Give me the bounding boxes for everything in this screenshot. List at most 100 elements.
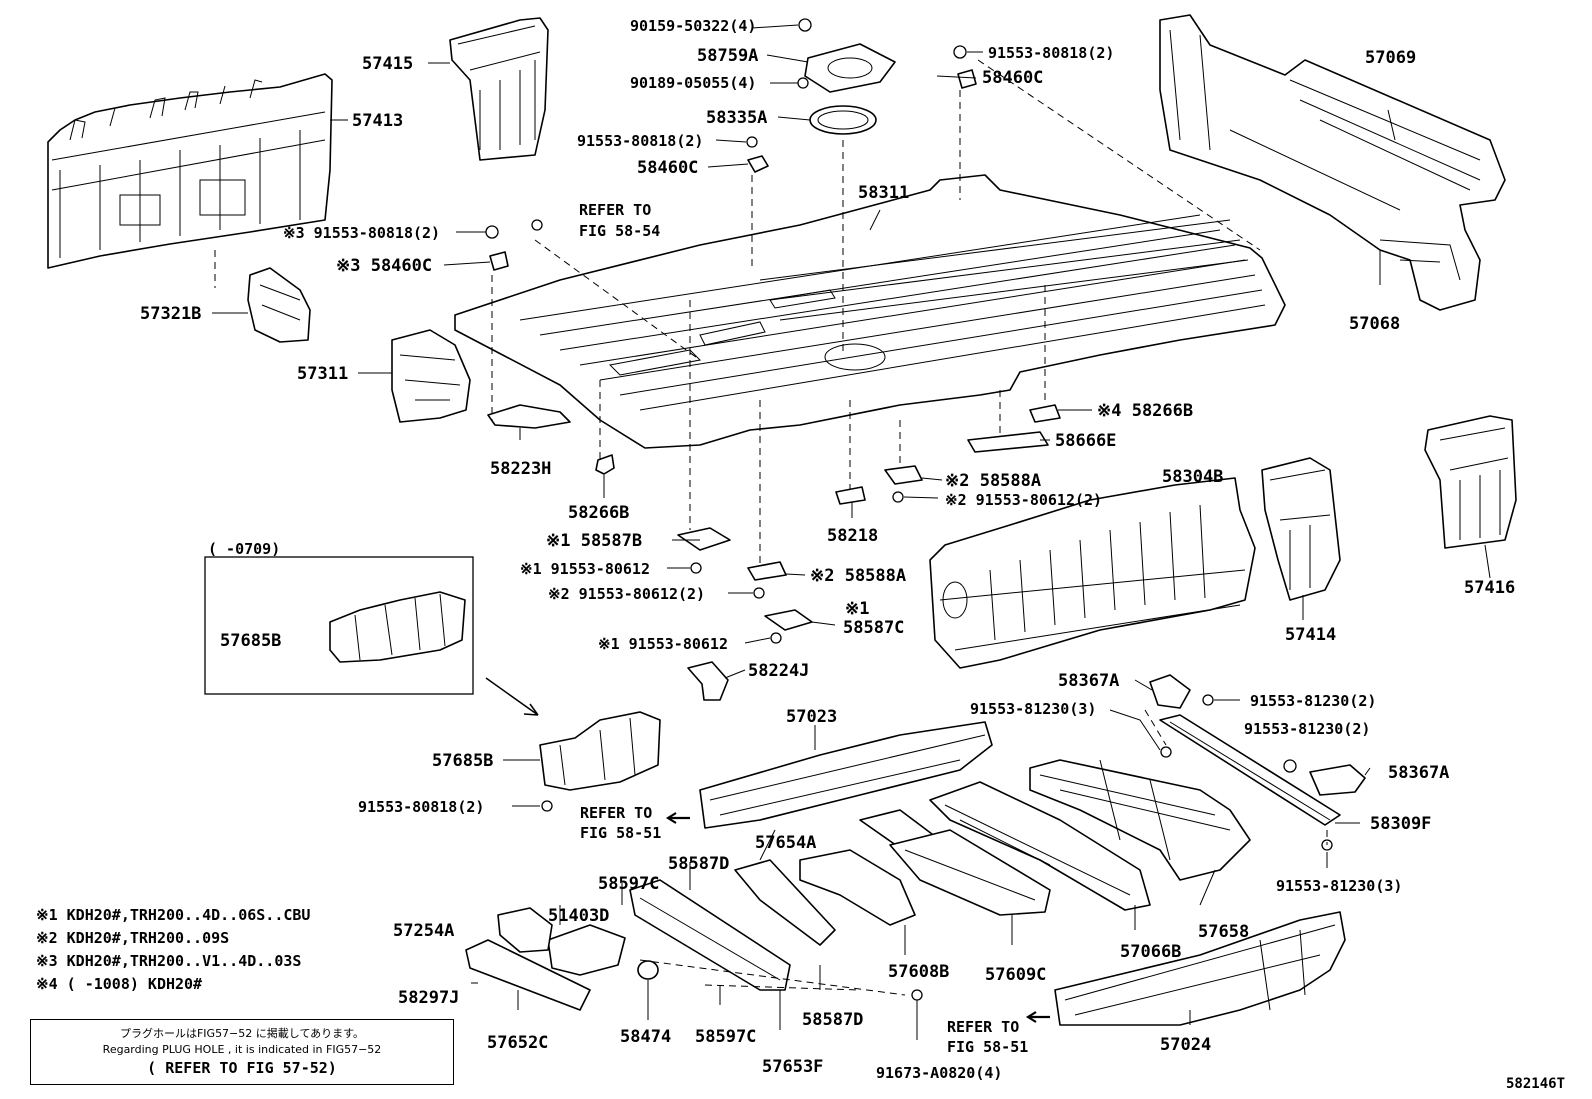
side-pillar-57415 — [449, 17, 549, 161]
label-57311: 57311 — [297, 364, 348, 384]
label-58597C-lower: 58597C — [695, 1027, 756, 1047]
label-91553-80818-right: 91553-80818(2) — [988, 44, 1114, 62]
service-cover-58759A — [804, 43, 896, 93]
label-58367A-upper: 58367A — [1058, 671, 1119, 691]
label-90189: 90189-05055(4) — [630, 74, 756, 92]
clip-icon — [489, 69, 977, 271]
gasket-58335A — [809, 105, 877, 135]
label-57068: 57068 — [1349, 314, 1400, 334]
insulator-57685B-inset — [329, 591, 466, 663]
label-refer-58-51-right-a: REFER TO — [947, 1018, 1019, 1036]
label-57069: 57069 — [1365, 48, 1416, 68]
bracket-58218 — [835, 486, 866, 505]
label-58460C-left: ※3 58460C — [336, 256, 432, 276]
bracket-58588A-lower — [747, 561, 787, 581]
side-pillar-57416 — [1424, 415, 1517, 549]
label-58588A-upper: ※2 58588A — [945, 471, 1041, 491]
bolt-icon — [485, 18, 1333, 1001]
crossmember-57654A — [734, 859, 836, 946]
label-58587D-upper: 58587D — [668, 854, 729, 874]
clip-58224J — [687, 661, 729, 701]
label-58587C: 58587C — [843, 618, 904, 638]
label-91553-80612-b: ※1 91553-80612 — [520, 560, 650, 578]
label-57654A: 57654A — [755, 833, 816, 853]
label-refer-58-54-b: FIG 58-54 — [579, 222, 660, 240]
label-57652C: 57652C — [487, 1033, 548, 1053]
label-57609C: 57609C — [985, 965, 1046, 985]
bracket-57254A — [497, 907, 553, 953]
insulator-57685B — [539, 711, 661, 791]
label-58666E: 58666E — [1055, 431, 1116, 451]
crossmember-57658 — [1029, 759, 1251, 881]
rear-panel-57413 — [47, 73, 333, 269]
bracket-58223H — [487, 404, 571, 429]
rail-57652C — [465, 939, 591, 1011]
label-refer-58-51-right-b: FIG 58-51 — [947, 1038, 1028, 1056]
label-inset-date: ( -0709) — [208, 540, 280, 558]
label-58266B-left: 58266B — [568, 503, 629, 523]
label-58224J: 58224J — [748, 661, 809, 681]
refer-arrow-right-icon — [1025, 1011, 1050, 1023]
figure-id: 582146T — [1506, 1076, 1566, 1092]
legend-line-2: ※2 KDH20#,TRH200..09S — [36, 929, 230, 947]
label-58587D-lower: 58587D — [802, 1010, 863, 1030]
label-58266B-right: ※4 58266B — [1097, 401, 1193, 421]
rear-floor-pan-58304B — [929, 477, 1256, 669]
label-58297J: 58297J — [398, 988, 459, 1008]
label-57321B: 57321B — [140, 304, 201, 324]
crossmember-57066B — [929, 781, 1151, 911]
label-57608B: 57608B — [888, 962, 949, 982]
label-refer-58-51-left-a: REFER TO — [580, 804, 652, 822]
side-member-57023 — [699, 721, 993, 829]
label-58311: 58311 — [858, 183, 909, 203]
applicability-legend: ※1 KDH20#,TRH200..4D..06S..CBU ※2 KDH20#… — [36, 904, 310, 996]
bracket-58367A-upper — [1149, 674, 1191, 709]
label-91553-80818-lower: 91553-80818(2) — [358, 798, 484, 816]
bracket-58587C — [764, 609, 813, 631]
assembly-lines — [214, 59, 1328, 996]
label-91553-80612-d: ※1 91553-80612 — [598, 635, 728, 653]
label-58587B: ※1 58587B — [546, 531, 642, 551]
label-57254A: 57254A — [393, 921, 454, 941]
label-91553-81230-c: 91553-81230(2) — [1244, 720, 1370, 738]
label-58587C-mark: ※1 — [845, 599, 869, 619]
bracket-58588A-upper — [884, 465, 923, 485]
label-57024: 57024 — [1160, 1035, 1211, 1055]
rear-member-57024 — [1054, 911, 1346, 1026]
label-58309F: 58309F — [1370, 814, 1431, 834]
label-58335A: 58335A — [706, 108, 767, 128]
bracket-58266B — [595, 454, 615, 475]
label-90159: 90159-50322(4) — [630, 17, 756, 35]
bracket-58587B — [677, 527, 731, 551]
label-58367A-right: 58367A — [1388, 763, 1449, 783]
label-58218: 58218 — [827, 526, 878, 546]
plug-58474 — [637, 960, 659, 980]
label-refer-58-51-left-b: FIG 58-51 — [580, 824, 661, 842]
crossmember-57609C — [889, 829, 1051, 916]
label-91553-81230-a: 91553-81230(2) — [1250, 692, 1376, 710]
label-58223H: 58223H — [490, 459, 551, 479]
legend-line-4: ※4 ( -1008) KDH20# — [36, 975, 203, 993]
refer-arrow-left-icon — [665, 812, 690, 824]
label-51403D: 51403D — [548, 906, 609, 926]
label-57685B-inset: 57685B — [220, 631, 281, 651]
label-58588A-lower: ※2 58588A — [810, 566, 906, 586]
label-91553-81230-b: 91553-81230(3) — [970, 700, 1096, 718]
label-58597C-upper: 58597C — [598, 874, 659, 894]
bracket-57321B — [247, 267, 311, 343]
label-57685B: 57685B — [432, 751, 493, 771]
legend-line-1: ※1 KDH20#,TRH200..4D..06S..CBU — [36, 906, 311, 924]
legend-line-3: ※3 KDH20#,TRH200..V1..4D..03S — [36, 952, 302, 970]
label-57066B: 57066B — [1120, 942, 1181, 962]
label-57416: 57416 — [1464, 578, 1515, 598]
label-57653F: 57653F — [762, 1057, 823, 1077]
label-58460C-right: 58460C — [982, 68, 1043, 88]
bracket-58666E — [967, 431, 1049, 453]
label-58759A: 58759A — [697, 46, 758, 66]
bracket-58367A-right — [1309, 764, 1366, 796]
label-57658: 57658 — [1198, 922, 1249, 942]
label-refer-58-54-a: REFER TO — [579, 201, 651, 219]
leader-lines — [212, 24, 1491, 1040]
side-pillar-57414 — [1261, 457, 1341, 601]
